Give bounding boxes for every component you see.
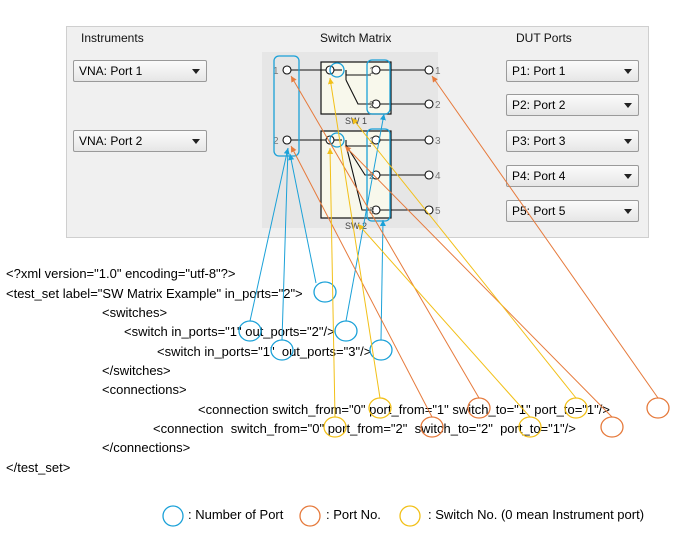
xml-line-4: <switch in_ports="1" out_ports="2"/> xyxy=(124,324,335,339)
instrument-select-1-value: VNA: Port 1 xyxy=(79,64,143,78)
chevron-down-icon xyxy=(624,139,632,144)
switch-matrix-header: Switch Matrix xyxy=(320,31,392,45)
port-labels: 1 2 1 2 1 2 3 1 2 3 4 5 xyxy=(273,66,441,217)
sw2-port-label-1: 1 xyxy=(369,136,375,147)
xml-line-1: <?xml version="1.0" encoding="utf-8"?> xyxy=(6,266,236,281)
chevron-down-icon xyxy=(624,69,632,74)
out-label-1: 1 xyxy=(435,66,441,77)
legend-blue-circle-icon xyxy=(162,505,184,527)
chevron-down-icon xyxy=(192,139,200,144)
xml-line-11: </test_set> xyxy=(6,460,71,475)
sw1-port-label-2: 2 xyxy=(369,100,375,111)
dut-port-select-5-value: P5: Port 5 xyxy=(512,204,566,218)
legend-number-of-port: : Number of Port xyxy=(188,507,284,522)
connector-lines xyxy=(249,75,659,418)
switch-2-label: SW 2 xyxy=(345,221,367,231)
in-label-2: 2 xyxy=(273,136,279,147)
chevron-down-icon xyxy=(624,209,632,214)
xml-annotation-circles xyxy=(238,281,670,438)
xml-line-7: <connections> xyxy=(102,382,187,397)
out-label-2: 2 xyxy=(435,100,441,111)
switch-1-label: SW 1 xyxy=(345,116,367,126)
out-label-4: 4 xyxy=(435,171,441,182)
dut-port-select-3[interactable]: P3: Port 3 xyxy=(506,130,639,152)
legend-port-no: : Port No. xyxy=(326,507,381,522)
port-nodes xyxy=(282,65,434,215)
sw1-port-label-1: 1 xyxy=(369,66,375,77)
dut-port-select-1[interactable]: P1: Port 1 xyxy=(506,60,639,82)
dut-port-select-1-value: P1: Port 1 xyxy=(512,64,566,78)
xml-line-10: </connections> xyxy=(102,440,191,455)
dut-port-select-2-value: P2: Port 2 xyxy=(512,98,566,112)
xml-line-5: <switch in_ports="1" out_ports="3"/> xyxy=(157,344,372,359)
instrument-select-2-value: VNA: Port 2 xyxy=(79,134,143,148)
dut-port-select-5[interactable]: P5: Port 5 xyxy=(506,200,639,222)
sw2-port-label-2: 2 xyxy=(369,171,375,182)
instruments-header: Instruments xyxy=(81,31,144,45)
dut-port-select-2[interactable]: P2: Port 2 xyxy=(506,94,639,116)
diagram-highlights xyxy=(329,62,345,148)
legend-orange-circle-icon xyxy=(299,505,321,527)
dut-port-select-4-value: P4: Port 4 xyxy=(512,169,566,183)
dut-ports-header: DUT Ports xyxy=(516,31,572,45)
dut-port-select-4[interactable]: P4: Port 4 xyxy=(506,165,639,187)
out-label-5: 5 xyxy=(435,206,441,217)
legend-switch-no: : Switch No. (0 mean Instrument port) xyxy=(428,507,645,522)
port-group-highlights xyxy=(273,55,391,222)
dut-port-select-3-value: P3: Port 3 xyxy=(512,134,566,148)
xml-line-3: <switches> xyxy=(102,305,168,320)
chevron-down-icon xyxy=(624,174,632,179)
chevron-down-icon xyxy=(192,69,200,74)
instrument-select-1[interactable]: VNA: Port 1 xyxy=(73,60,207,82)
instrument-select-2[interactable]: VNA: Port 2 xyxy=(73,130,207,152)
chevron-down-icon xyxy=(624,103,632,108)
legend-yellow-circle-icon xyxy=(399,505,421,527)
out-label-3: 3 xyxy=(435,136,441,147)
in-label-1: 1 xyxy=(273,66,279,77)
xml-line-6: </switches> xyxy=(102,363,171,378)
sw2-port-label-3: 3 xyxy=(369,206,375,217)
input-wires xyxy=(291,69,427,211)
